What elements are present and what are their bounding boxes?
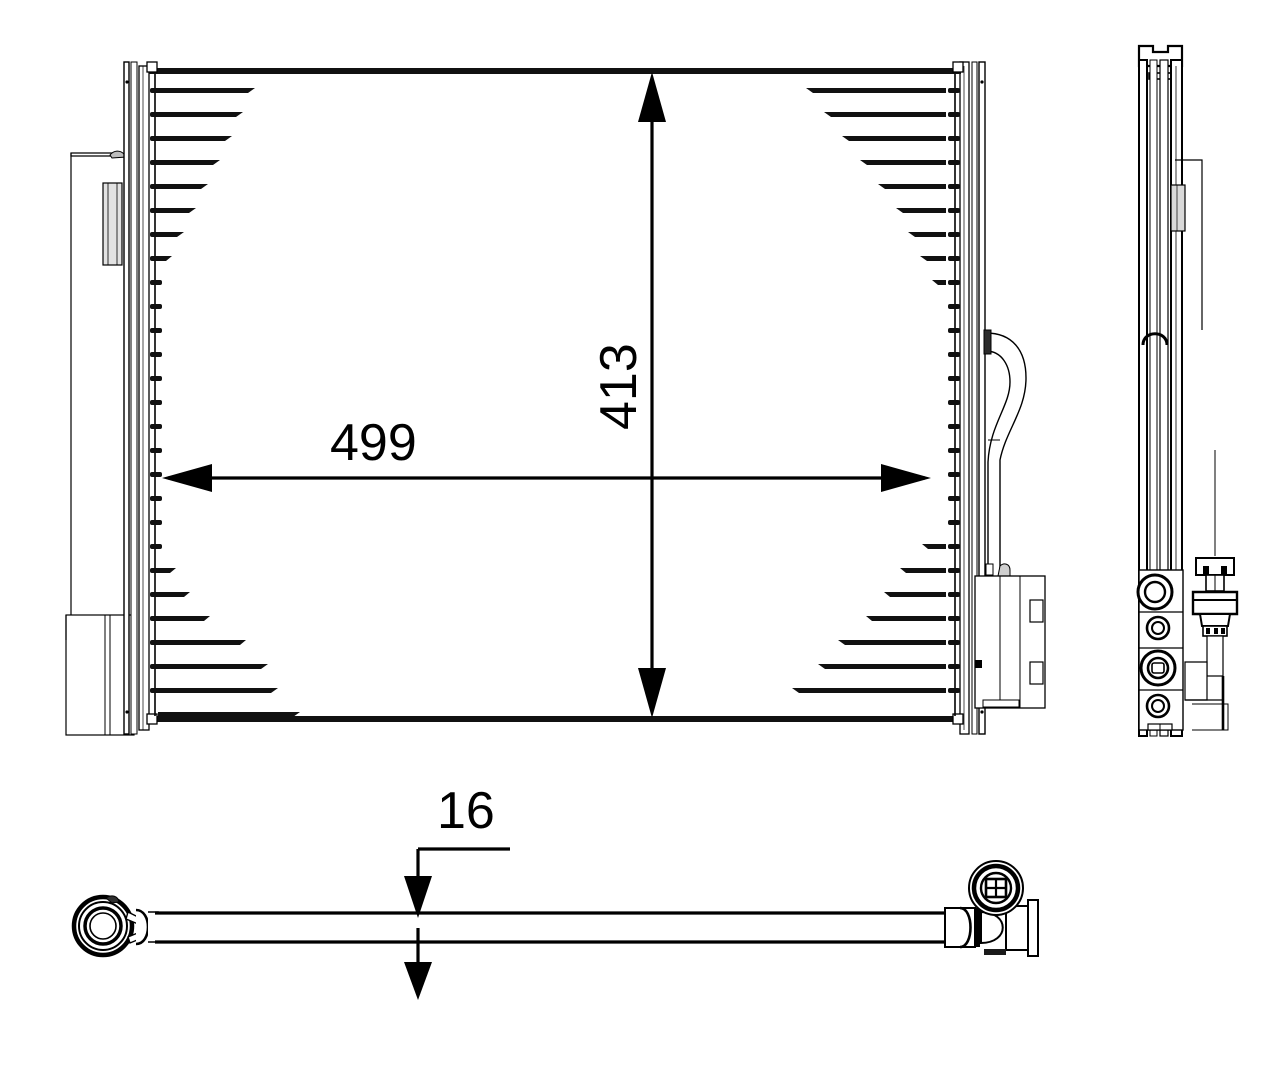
- fin-pattern-bottom-right: [792, 544, 946, 693]
- dimension-width-label: 499: [330, 414, 417, 472]
- receiver-drier-block: [974, 575, 1046, 709]
- side-view-service-valve: [1184, 450, 1239, 731]
- right-header-tank: [959, 61, 986, 735]
- detail-right-valve-assembly: [944, 860, 1039, 957]
- side-view-bend: [1141, 332, 1169, 346]
- detail-left-ring-fitting: [71, 894, 159, 958]
- side-view-bracket: [1170, 159, 1203, 330]
- outlet-pipe: [983, 329, 1027, 577]
- side-view-port-block: [1136, 569, 1184, 731]
- right-tube-stubs: [948, 88, 960, 693]
- fin-pattern-top-right: [806, 88, 946, 285]
- bottom-tube-detail-view: 16: [71, 782, 1039, 1000]
- core-outline: [146, 61, 964, 725]
- arrow-up-icon: [638, 72, 666, 122]
- dimension-height-label: 413: [590, 343, 648, 430]
- arrow-up-icon: [404, 962, 432, 1000]
- arrow-right-icon: [881, 464, 931, 492]
- arrow-left-icon: [162, 464, 212, 492]
- dimension-width-499: 499: [162, 414, 931, 492]
- left-upper-bracket: [70, 150, 127, 640]
- arrow-down-icon: [638, 668, 666, 718]
- side-view: [1136, 44, 1239, 737]
- dimension-thickness-label: 16: [437, 782, 495, 840]
- front-view: 499 413: [65, 61, 1046, 736]
- detail-tube-body: [155, 911, 945, 944]
- side-view-profile: [1138, 59, 1183, 737]
- fin-pattern-top-left: [158, 88, 255, 261]
- arrow-down-icon: [404, 876, 432, 918]
- left-header-tank: [123, 61, 150, 735]
- dimension-thickness-16: 16: [404, 782, 510, 1000]
- dimension-height-413: 413: [590, 72, 666, 718]
- fin-pattern-bottom-left: [158, 568, 300, 717]
- left-lower-bracket: [65, 614, 135, 736]
